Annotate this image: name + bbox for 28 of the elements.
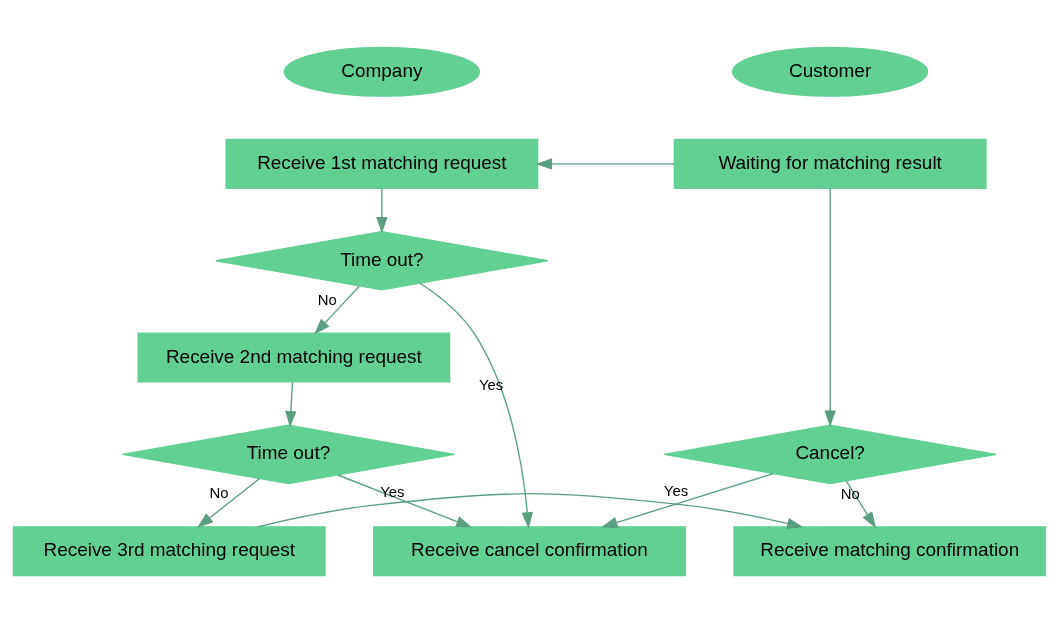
arrow (285, 381, 297, 427)
arrow (419, 282, 533, 528)
arrow (314, 285, 360, 334)
node-diamond: Time out? (121, 424, 455, 484)
node-box: Receive 1st matching request (225, 138, 539, 189)
node-box: Receive 2nd matching request (137, 332, 451, 383)
arrow (337, 473, 473, 527)
edge-label: No (209, 484, 229, 501)
node-box: Waiting for matching result (673, 138, 987, 189)
node-ellipse: Company (283, 46, 481, 97)
edge-label: No (317, 291, 337, 308)
node-box: Receive matching confirmation (733, 525, 1047, 576)
edge-label: Yes (663, 482, 689, 499)
arrow (256, 492, 804, 529)
node-box: Receive cancel confirmation (373, 525, 686, 576)
edge-label: Yes (478, 376, 504, 393)
edge-label: Yes (380, 483, 405, 500)
arrow (601, 472, 774, 528)
node-diamond: Cancel? (663, 424, 997, 484)
node-diamond: Time out? (215, 230, 549, 290)
arrow (376, 187, 388, 233)
arrow (535, 157, 675, 170)
arrow (845, 479, 877, 528)
arrow (824, 187, 836, 427)
arrow (197, 477, 261, 528)
edge-label: No (840, 485, 860, 502)
node-box: Receive 3rd matching request (12, 525, 326, 576)
node-ellipse: Customer (731, 46, 929, 97)
